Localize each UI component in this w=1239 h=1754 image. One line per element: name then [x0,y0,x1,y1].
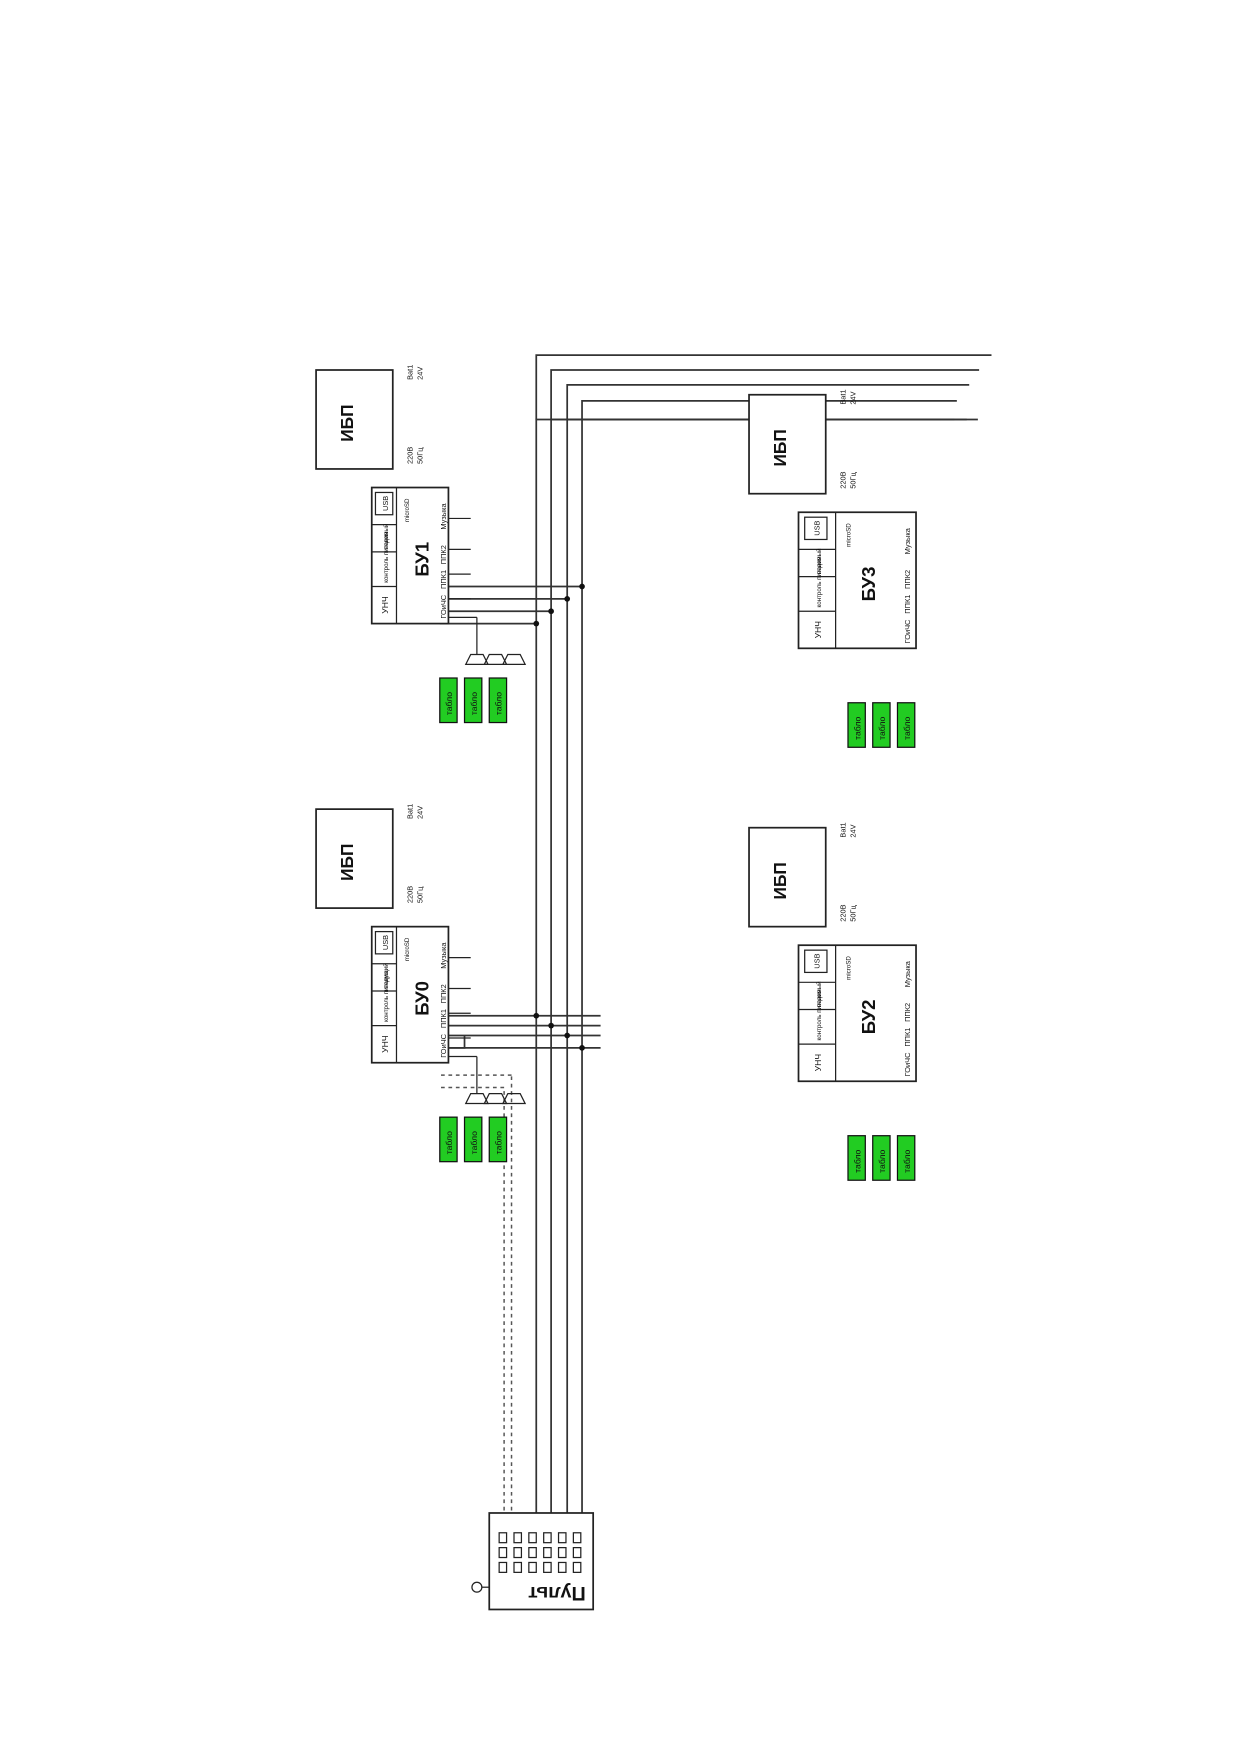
bu2-ppk1: ППК1 [903,1028,912,1047]
bu0-lead: ведущий [383,963,390,989]
svg-text:Bat1: Bat1 [839,389,848,404]
svg-text:Bat1: Bat1 [406,365,415,380]
bu1-ppk1: ППК1 [439,570,448,589]
svg-text:220В: 220В [406,886,415,903]
svg-text:220В: 220В [406,447,415,464]
ups-1-label: ИБП [337,404,357,441]
svg-text:табло: табло [852,716,862,739]
bu3-lead: ведомый [816,548,823,574]
svg-text:табло: табло [852,1149,862,1172]
speaker-icon [501,653,527,666]
svg-text:табло: табло [469,1131,479,1154]
speakers-and-relays [448,517,527,1105]
bu0-power-control: контроль питания [383,971,390,1022]
ups-3[interactable]: ИБП Bat1 24V 220В 50Гц [748,389,857,495]
control-unit-bu1[interactable]: УНЧ контроль питания ведомый USB БУ1 ГОи… [370,486,450,625]
bu1-speakers [448,517,527,666]
ups-2-label: ИБП [770,862,790,899]
bu3-unch: УНЧ [813,621,823,639]
bu0-goch: ГОиЧС [439,1033,448,1057]
bu1-music: Музыка [439,502,448,529]
control-unit-bu3[interactable]: УНЧ контроль питания ведомый USB БУ3 ГОи… [797,511,917,650]
bu1-power-control: контроль питания [383,532,390,583]
diagram-rotated: Пульт УНЧ контроль питания ведущий USB Б… [315,354,992,1611]
svg-text:табло: табло [469,692,479,715]
ups-3-label: ИБП [770,429,790,466]
svg-text:220В: 220В [839,904,848,921]
svg-text:24V: 24V [415,806,424,819]
bu3-power-control: контроль питания [816,557,823,608]
svg-text:24V: 24V [848,824,857,837]
bu3-usb: USB [813,520,822,535]
bu2-lead: ведомый [816,981,823,1007]
svg-text:табло: табло [444,1131,454,1154]
bu3-name: БУ3 [858,567,879,602]
bu0-name: БУ0 [412,981,433,1016]
bu2-music: Музыка [903,960,912,987]
bu0-speakers [448,956,527,1105]
svg-text:50Гц: 50Гц [415,447,424,464]
bu1-goch: ГОиЧС [439,594,448,618]
bu2-power-control: контроль питания [816,990,823,1041]
svg-text:табло: табло [444,692,454,715]
console-keypad [498,1532,582,1573]
svg-text:24V: 24V [848,391,857,404]
speaker-icon [501,1093,527,1105]
displays: табло табло табло табло табло табло табл… [439,677,916,1181]
svg-text:табло: табло [877,716,887,739]
svg-text:50Гц: 50Гц [848,904,857,921]
bu3-ppk2: ППК2 [903,570,912,589]
ups-0-label: ИБП [337,844,357,881]
svg-text:табло: табло [902,1149,912,1172]
console[interactable]: Пульт [471,1512,595,1611]
bu1-usb: USB [381,496,390,511]
bu2-ppk2: ППК2 [903,1003,912,1022]
bu3-sd: microSD [845,523,852,547]
control-unit-bu2[interactable]: УНЧ контроль питания ведомый USB БУ2 ГОи… [797,944,917,1083]
bu3-goch: ГОиЧС [903,619,912,643]
ups-0[interactable]: ИБП Bat1 24V 220В 50Гц [315,804,424,909]
ups-1[interactable]: ИБП Bat1 24V 220В 50Гц [315,365,424,470]
svg-text:табло: табло [877,1149,887,1172]
control-unit-bu0[interactable]: УНЧ контроль питания ведущий USB БУ0 ГОи… [370,925,450,1064]
bu1-sd: microSD [404,498,411,522]
svg-text:Bat1: Bat1 [406,804,415,819]
bu3-ppk1: ППК1 [903,595,912,614]
svg-text:Bat1: Bat1 [839,822,848,837]
svg-text:табло: табло [494,692,504,715]
svg-text:50Гц: 50Гц [848,472,857,489]
bu1-lead: ведомый [383,523,390,549]
svg-text:50Гц: 50Гц [415,886,424,903]
bu2-sd: microSD [845,956,852,980]
svg-text:табло: табло [902,716,912,739]
bu2-usb: USB [813,953,822,968]
console-label: Пульт [528,1582,586,1604]
bu2-name: БУ2 [858,1000,879,1035]
bu3-music: Музыка [903,527,912,554]
bu0-sd: microSD [404,937,411,961]
svg-text:24V: 24V [415,367,424,380]
bu0-usb: USB [381,935,390,950]
bu1-name: БУ1 [412,542,433,577]
bu1-unch: УНЧ [380,596,390,614]
svg-text:табло: табло [494,1131,504,1154]
ups-2[interactable]: ИБП Bat1 24V 220В 50Гц [748,822,857,928]
console-microphone-icon [471,1581,483,1593]
bu2-unch: УНЧ [813,1054,823,1072]
bu0-ppk2: ППК2 [439,984,448,1003]
svg-text:220В: 220В [839,471,848,488]
bu0-unch: УНЧ [380,1035,390,1053]
bu0-music: Музыка [439,942,448,969]
bu2-goch: ГОиЧС [903,1052,912,1076]
bu1-ppk2: ППК2 [439,545,448,564]
bu0-ppk1: ППК1 [439,1009,448,1028]
